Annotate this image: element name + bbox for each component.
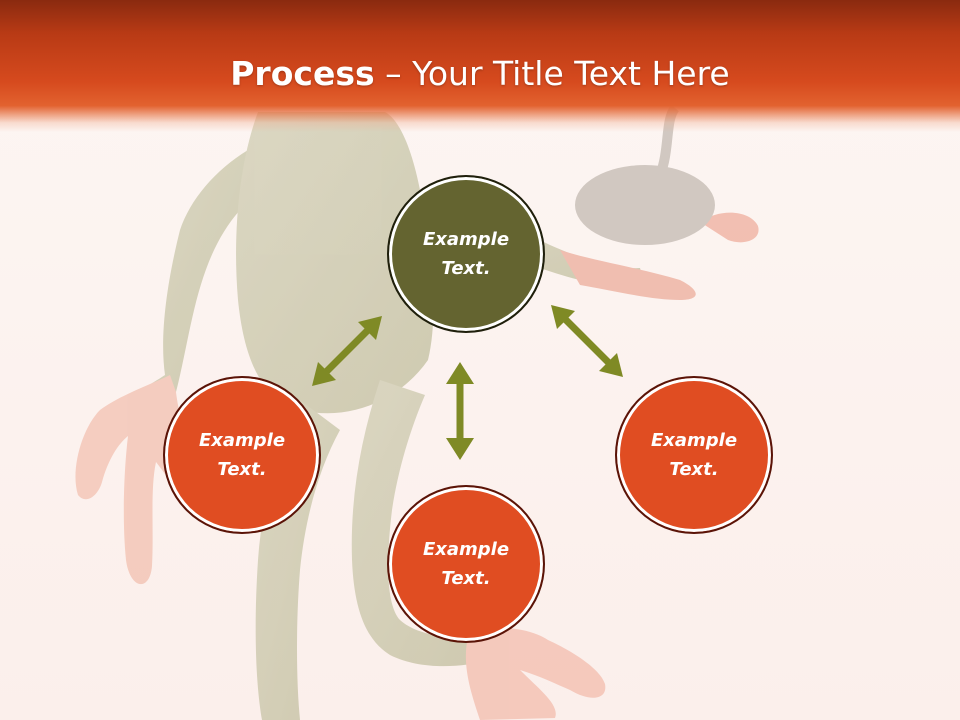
left-node[interactable]: Example Text. xyxy=(163,376,321,534)
title-bar xyxy=(0,0,960,132)
double-headed-arrow-icon xyxy=(312,316,382,386)
title-rest-text: – Your Title Text Here xyxy=(374,54,730,93)
title-bold-text: Process xyxy=(230,54,375,93)
double-headed-arrow-icon xyxy=(551,305,623,377)
double-headed-arrow-icon xyxy=(446,362,474,460)
center-node[interactable]: Example Text. xyxy=(387,175,545,333)
slide-title: Process – Your Title Text Here xyxy=(0,52,960,96)
bottom-node[interactable]: Example Text. xyxy=(387,485,545,643)
right-node[interactable]: Example Text. xyxy=(615,376,773,534)
